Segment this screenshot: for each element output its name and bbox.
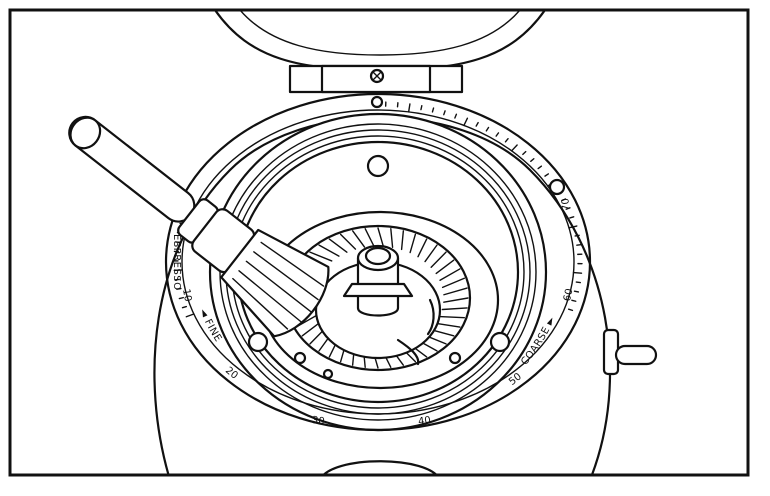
burr-tooth — [443, 287, 468, 296]
burr-tooth — [438, 315, 466, 319]
burr-tooth — [441, 307, 468, 311]
burr-tooth — [339, 233, 357, 250]
burr-tooth — [364, 228, 375, 247]
dial-tick — [176, 287, 182, 290]
burr-tooth — [424, 244, 438, 263]
dial-tick — [181, 305, 188, 309]
image-frame — [8, 8, 750, 477]
cleaning-brush-icon — [68, 115, 330, 338]
burr-tooth — [441, 277, 466, 289]
burr-tooth — [301, 321, 321, 337]
burr-tooth — [409, 233, 417, 254]
dial-tick — [178, 296, 184, 300]
dial-tick — [420, 105, 423, 111]
burr-tooth — [443, 297, 469, 303]
dial-tick — [407, 103, 411, 113]
dial-tick — [572, 271, 583, 274]
dial-tick — [485, 126, 490, 132]
dial-tick — [185, 313, 195, 318]
burr-tooth — [318, 244, 340, 257]
dial-tick — [443, 110, 446, 116]
dial-tick — [537, 165, 543, 170]
dial-espresso-label: ESPRESSO — [171, 234, 182, 291]
bottom-chute — [322, 460, 438, 475]
dial-tick — [544, 173, 550, 177]
dial-number-30: 30 — [311, 415, 325, 428]
burr-tooth — [309, 251, 333, 262]
burr-tooth — [328, 238, 348, 253]
dial-tick — [569, 216, 575, 219]
dial-tick — [530, 158, 535, 163]
dial-tick — [431, 107, 435, 113]
dial-tick — [522, 150, 527, 156]
dial-tick — [571, 299, 577, 302]
burr-tooth — [351, 230, 366, 248]
dial-number-10: 10 — [180, 288, 193, 302]
burr-tooth — [377, 227, 384, 247]
dial-tick — [454, 113, 458, 119]
dial-number-40: 40 — [418, 415, 432, 428]
dial-tick — [475, 121, 479, 127]
dial-tick — [463, 117, 469, 127]
lid — [214, 10, 546, 72]
burr-tooth — [430, 251, 447, 268]
dial-tick — [574, 234, 580, 237]
burr-tooth — [417, 238, 428, 258]
dial-tick — [565, 207, 571, 210]
burr-tooth — [439, 268, 461, 281]
burr-tooth — [390, 228, 394, 248]
dial-tick — [575, 281, 582, 284]
dial-tick — [495, 132, 500, 137]
burr-tooth — [400, 230, 405, 251]
dial-tick — [174, 241, 181, 244]
dial-tick — [561, 198, 567, 202]
grind-dial-ring — [164, 92, 592, 432]
burr-tooth — [435, 259, 455, 275]
burr-tooth — [434, 322, 461, 328]
dial-tick — [573, 290, 580, 293]
dial-number-70: 70 — [560, 198, 572, 212]
dial-number-60: 60 — [562, 288, 575, 303]
dial-tick — [567, 308, 574, 312]
dial-tick — [504, 138, 509, 143]
dial-tick — [568, 225, 578, 229]
dial-tick — [510, 144, 518, 152]
